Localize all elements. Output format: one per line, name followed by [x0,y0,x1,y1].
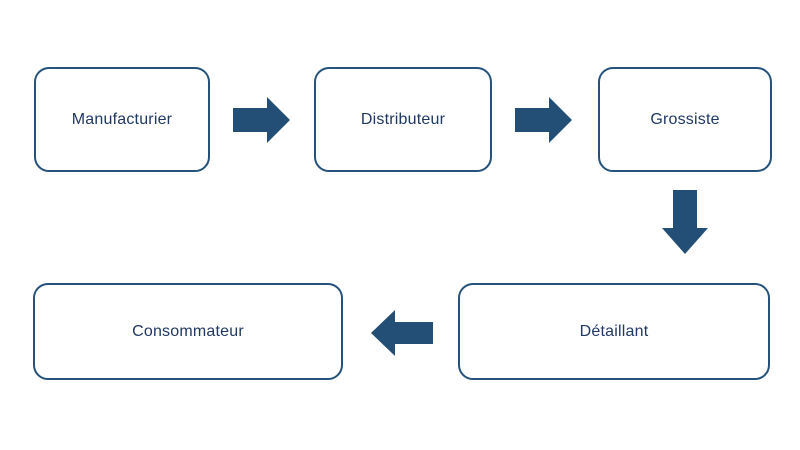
node-consommateur: Consommateur [33,283,343,380]
right-arrow-icon [515,97,572,143]
node-distributeur: Distributeur [314,67,492,172]
down-arrow-icon [662,190,708,254]
node-manufacturier: Manufacturier [34,67,210,172]
node-detaillant-label: Détaillant [579,322,649,340]
node-grossiste: Grossiste [598,67,772,172]
node-consommateur-label: Consommateur [132,322,244,340]
node-manufacturier-label: Manufacturier [71,110,173,128]
node-distributeur-label: Distributeur [360,110,446,128]
right-arrow-icon [233,97,290,143]
node-grossiste-label: Grossiste [650,110,720,128]
left-arrow-icon [371,308,433,358]
node-detaillant: Détaillant [458,283,770,380]
